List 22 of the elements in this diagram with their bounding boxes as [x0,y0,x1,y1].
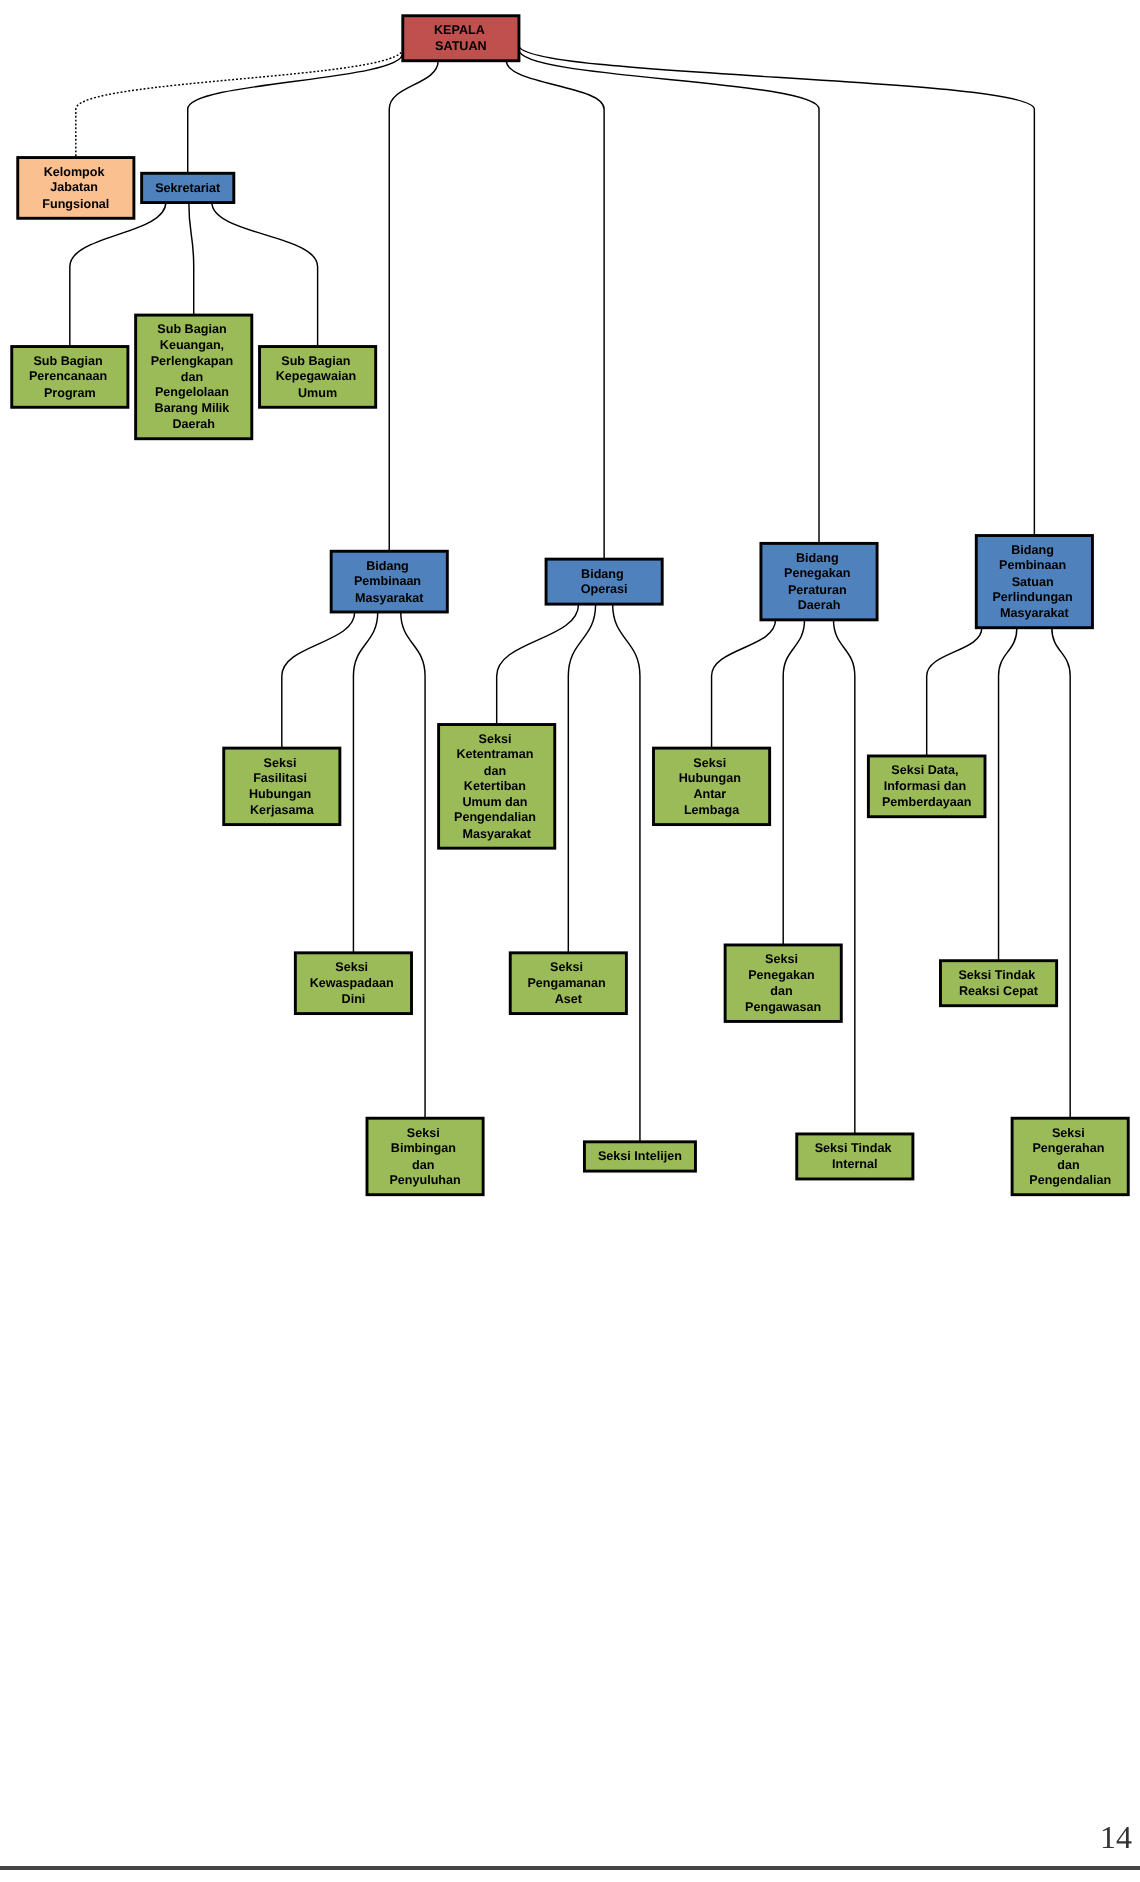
connector-line [518,44,1036,537]
connector-line [352,611,379,954]
connector-line [1051,627,1071,1119]
connector-line [505,60,605,560]
connector-line [495,603,580,726]
connector-line [518,49,820,545]
connector-line [567,603,597,954]
connector-line [187,52,404,174]
connector-line [69,201,167,348]
connector-line [925,627,983,757]
connector-line [400,611,426,1119]
connector-line [997,627,1018,962]
connector-line [188,201,195,316]
connector-line [710,619,777,749]
page-number: 14 [1100,1822,1132,1858]
connector-line [281,611,356,749]
connector-line [211,201,319,348]
connector-line [782,619,806,946]
connector-line [388,60,439,552]
connector-line [611,603,641,1143]
dashed-connector [75,48,404,159]
connector-line [832,619,856,1135]
